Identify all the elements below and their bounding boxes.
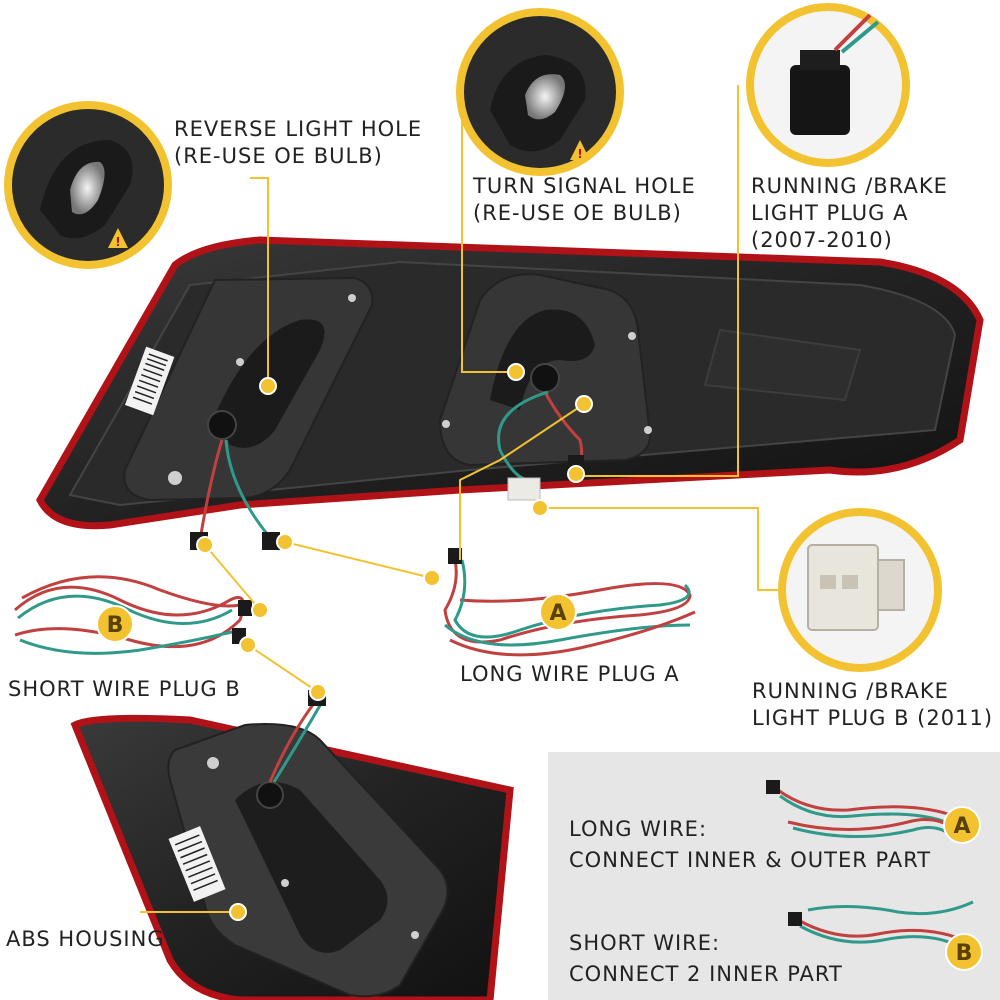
- legend-long-line1: LONG WIRE:: [569, 817, 708, 841]
- dot-housing: [229, 903, 247, 921]
- dot-short-plug-1: [251, 601, 269, 619]
- legend-short-line2: CONNECT 2 INNER PART: [569, 962, 843, 986]
- reflector-strip: [703, 328, 862, 402]
- badge-a-harness-letter: A: [549, 601, 566, 626]
- turn-hole-line2: (RE-USE OE BULB): [473, 201, 682, 225]
- zoom-plug-b: [778, 508, 942, 672]
- top-connector-c: [262, 532, 280, 550]
- legend-wires: A B: [766, 780, 983, 971]
- plug-b-stock-label: RUNNING /BRAKE LIGHT PLUG B (2011): [752, 678, 993, 732]
- inner-screw-1: [207, 757, 219, 769]
- inner-barcode-lines: [174, 834, 218, 891]
- dot-reverse-hole: [259, 377, 277, 395]
- wire-legend: A B LONG WIRE: CONNECT INNER & OUTER PAR…: [548, 752, 1000, 1000]
- plug-a-stock-line1: RUNNING /BRAKE: [751, 174, 948, 198]
- badge-a-harness: A: [539, 593, 577, 631]
- inner-screw-3: [411, 931, 419, 939]
- dot-connector-b: [196, 536, 214, 554]
- dot-plug-b-stock: [531, 499, 549, 517]
- legend-short: SHORT WIRE: CONNECT 2 INNER PART: [569, 928, 843, 990]
- short-wire-harness: [14, 575, 252, 655]
- legend-long: LONG WIRE: CONNECT INNER & OUTER PART: [569, 814, 931, 876]
- reverse-hole-line1: REVERSE LIGHT HOLE: [174, 117, 423, 141]
- legend-long-line2: CONNECT INNER & OUTER PART: [569, 848, 932, 872]
- dot-turn-socket: [575, 395, 593, 413]
- legend-badge-a-letter: A: [953, 814, 970, 839]
- zoom-plug-a: [746, 3, 910, 167]
- white-plug-b-small: [507, 477, 541, 501]
- dot-long-plug: [423, 569, 441, 587]
- barcode-lines: [132, 353, 168, 405]
- legend-badge-a: A: [943, 806, 981, 844]
- outer-tail-light: [36, 236, 984, 530]
- inner-tail-light: [70, 690, 514, 1000]
- long-wire-label: LONG WIRE PLUG A: [460, 662, 680, 686]
- svg-text:!: !: [577, 147, 582, 161]
- leader-lines: [140, 85, 790, 913]
- plug-b-stock-line1: RUNNING /BRAKE: [752, 679, 949, 703]
- inner-screw-2: [281, 879, 289, 887]
- legend-short-line1: SHORT WIRE:: [569, 931, 721, 955]
- dot-turn-hole: [507, 363, 525, 381]
- badge-b-harness: B: [96, 605, 134, 643]
- legend-badge-b-letter: B: [956, 941, 973, 966]
- reverse-hole-line2: (RE-USE OE BULB): [174, 144, 383, 168]
- screw-posts: [168, 294, 652, 485]
- callout-dots: [196, 363, 593, 921]
- short-wire-label: SHORT WIRE PLUG B: [8, 677, 241, 701]
- inner-housing-cutout: [235, 782, 388, 953]
- reverse-socket: [207, 410, 237, 440]
- legend-badge-b: B: [945, 933, 983, 971]
- inner-wire-teal: [272, 701, 324, 783]
- long-wire-harness: [443, 548, 696, 657]
- plug-a-stock-line3: (2007-2010): [751, 228, 893, 252]
- inner-socket: [256, 781, 284, 809]
- zoom-reverse-hole: !: [4, 101, 172, 269]
- housing-label: ABS HOUSING: [6, 927, 165, 951]
- turn-socket: [530, 363, 560, 393]
- turn-hole-line1: TURN SIGNAL HOLE: [473, 174, 696, 198]
- inner-wire-red: [268, 701, 317, 783]
- plug-b-stock-line2: LIGHT PLUG B (2011): [752, 706, 994, 730]
- plug-a-stock-label: RUNNING /BRAKE LIGHT PLUG A (2007-2010): [751, 173, 948, 254]
- turn-signal-cutout: [490, 309, 595, 410]
- dot-plug-a-stock: [567, 465, 585, 483]
- dot-short-plug-2: [239, 636, 257, 654]
- zoom-turn-hole: !: [456, 8, 624, 176]
- reverse-hole-label: REVERSE LIGHT HOLE (RE-USE OE BULB): [174, 116, 422, 170]
- plug-a-stock-line2: LIGHT PLUG A: [751, 201, 909, 225]
- dot-connector-c: [276, 533, 294, 551]
- svg-text:!: !: [115, 235, 120, 249]
- dot-inner-connector: [309, 683, 327, 701]
- turn-hole-label: TURN SIGNAL HOLE (RE-USE OE BULB): [473, 173, 696, 227]
- badge-b-harness-letter: B: [107, 613, 124, 638]
